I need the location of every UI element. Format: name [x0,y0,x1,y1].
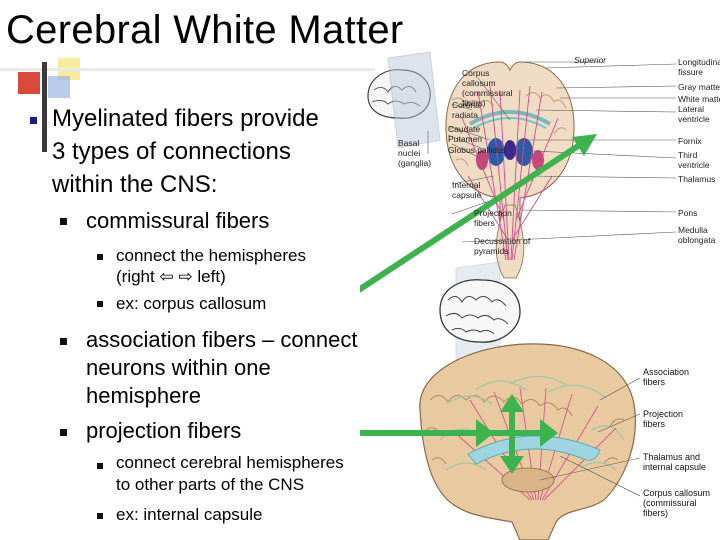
label-caudate: Caudate [448,124,481,134]
brain-illustration [360,51,677,540]
label-white-matter: White matter [678,94,720,104]
label-pons: Pons [678,208,698,218]
deco-square-red [18,72,40,94]
bullet-square-1c-i [97,463,103,469]
label-projection-fibers-coronal: Projection fibers [474,208,512,228]
bullet-association-2: neurons within one [86,355,271,380]
bullet-ex-internal-capsule: ex: internal capsule [116,505,263,524]
label-thalamus: Thalamus [678,174,716,184]
label-fornix: Fornix [678,136,702,146]
label-corpus-callosum-coronal: Corpus callosum (commissural fibers) [462,68,513,108]
bullet-square-1 [30,117,37,124]
label-longitudinal-fissure: Longitudinal fissure [678,57,720,77]
bullet-connect-cerebral-1: connect cerebral hemispheres [116,453,344,472]
bullet-square-1c [60,429,67,436]
label-projection-fibers-sagittal: Projection fibers [643,409,684,429]
coronal-section [427,61,677,279]
bullet-square-1c-ii [97,513,103,519]
label-globus-pallidus: Globus pallidus [448,145,507,155]
label-third-ventricle: Third ventricle [678,150,710,170]
brain-orientation-icon-top [367,51,441,149]
label-medulla-oblongata: Medulla oblongata [678,225,716,245]
label-putamen: Putamen [448,134,483,144]
sagittal-section [419,343,641,540]
bullet-square-1a [60,218,67,225]
bullet-1-line-3: within the CNS: [52,171,218,198]
bullet-projection: projection fibers [86,418,242,443]
bullet-square-1a-ii [97,301,103,307]
label-corona-radiata: Corona radiata [452,100,480,120]
label-corpus-callosum-sagittal: Corpus callosum (commissural fibers) [643,488,711,518]
title-accent-bar [42,62,47,152]
bullet-connect-hemispheres-1: connect the hemispheres [116,246,306,265]
bullet-square-1a-i [97,254,103,260]
bullet-connect-hemispheres-2: (right ⇦ ⇨ left) [116,267,226,286]
label-superior: Superior [574,55,607,65]
bullet-ex-corpus-callosum: ex: corpus callosum [116,294,267,313]
bullet-association-3: hemisphere [86,383,201,408]
label-decussation-of-pyramids: Decussation of pyramids [474,236,531,256]
bullet-commissural: commissural fibers [86,208,270,233]
label-thalamus-internal-capsule: Thalamus and internal capsule [643,452,707,472]
label-gray-matter: Gray matter [678,82,720,92]
arrow-to-corpus-callosum [360,134,597,293]
brain-orientation-icon-middle [439,261,521,367]
bullet-association-1: association fibers – connect [86,327,358,352]
bullet-connect-cerebral-2: to other parts of the CNS [116,475,305,494]
title-underline [0,68,375,71]
bullet-1-line-2: 3 types of connections [52,138,291,165]
bullet-1-line-1: Myelinated fibers provide [52,105,319,132]
label-association-fibers: Association fibers [643,367,690,387]
arrow-to-internal-capsule [360,394,558,474]
deco-square-blue [48,76,70,98]
slide-title: Cerebral White Matter [6,8,404,52]
label-lateral-ventricle: Lateral ventricle [678,104,710,124]
label-internal-capsule-coronal: Internal capsule [452,180,482,200]
bullet-square-1b [60,338,67,345]
label-basal-nuclei: Basal nuclei (ganglia) [398,138,432,168]
